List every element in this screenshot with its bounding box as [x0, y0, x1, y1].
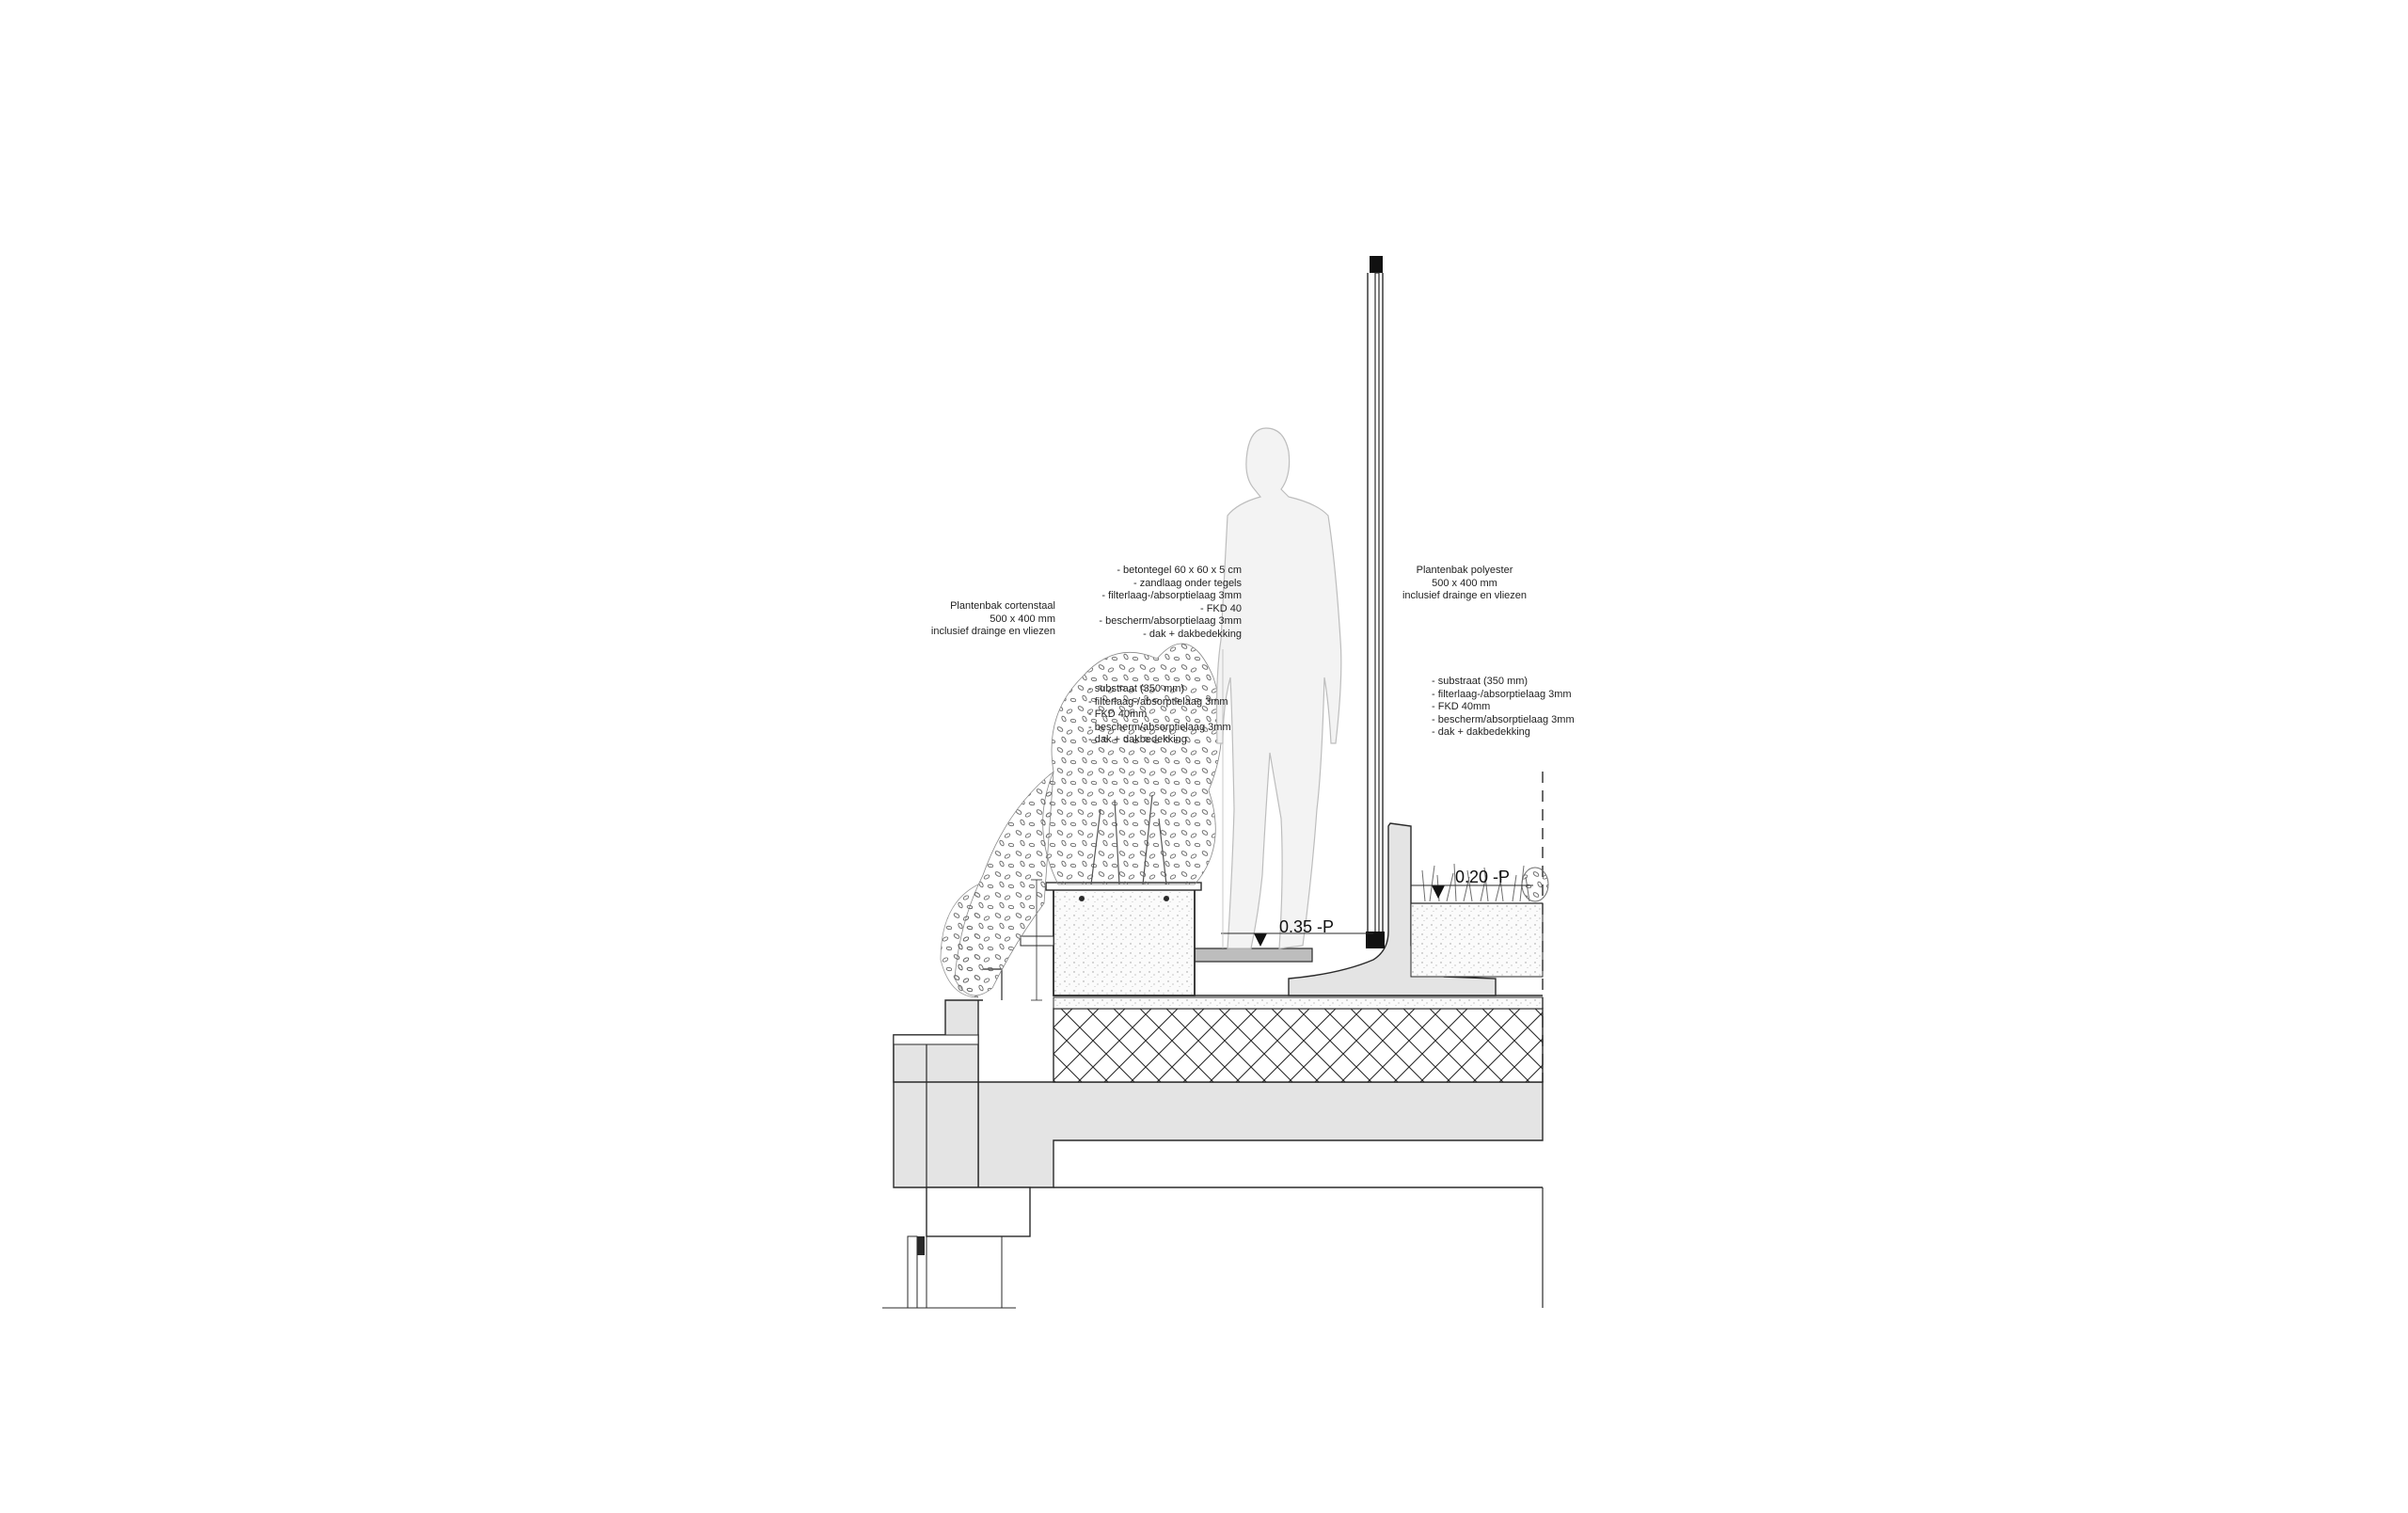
annotation-line: - FKD 40 — [1199, 602, 1242, 614]
annotation-line: - substraat (350 mm) — [1432, 676, 1529, 687]
annotation-line: - FKD 40mm — [1432, 701, 1491, 712]
annotation-line: - dak + dakbedekking — [1432, 726, 1530, 738]
annotation-line: Plantenbak polyester — [1416, 565, 1513, 576]
annotation-line: - bescherm/absorptielaag 3mm — [1099, 615, 1242, 627]
annotation-line: - substraat (350 mm) — [1088, 683, 1185, 694]
annotation-line: inclusief drainge en vliezen — [1402, 590, 1528, 601]
annotation-line: - zandlaag onder tegels — [1133, 577, 1242, 589]
annotation-line: - filterlaag-/absorptielaag 3mm — [1432, 688, 1572, 700]
window-frame — [882, 1187, 1031, 1309]
annotation-line: - filterlaag-/absorptielaag 3mm — [1088, 695, 1228, 708]
corten-planter — [1020, 879, 1202, 1001]
shrub-planting — [940, 643, 1223, 998]
insulation-layer — [1053, 995, 1544, 1083]
level-markers — [1221, 884, 1533, 947]
annotation-line: - FKD 40mm — [1088, 709, 1148, 720]
annotation-line: - betontegel 60 x 60 x 5 cm — [1117, 565, 1242, 576]
annotation-line: - bescherm/absorptielaag 3mm — [1088, 721, 1231, 733]
parapet-edge — [893, 968, 1003, 1187]
annotation-line: Plantenbak cortenstaal — [950, 600, 1055, 612]
label-planter-layers: - substraat (350 mm) - filterlaag-/absor… — [1088, 683, 1231, 747]
annotation-line: - filterlaag-/absorptielaag 3mm — [1101, 590, 1242, 601]
level-terrace: 0.35 -P — [1279, 917, 1335, 936]
glass-balustrade — [1366, 256, 1385, 948]
level-green-roof: 0.20 -P — [1455, 868, 1511, 886]
label-paving-layers: - betontegel 60 x 60 x 5 cm - zandlaag o… — [1082, 565, 1242, 641]
annotation-line: 500 x 400 mm — [1432, 577, 1497, 589]
annotation-line: - bescherm/absorptielaag 3mm — [1432, 713, 1575, 725]
label-planter-corten: Plantenbak cortenstaal 500 x 400 mm incl… — [884, 600, 1055, 639]
annotation-line: 500 x 400 mm — [990, 613, 1055, 625]
annotation-line: - dak + dakbedekking — [1088, 734, 1187, 745]
label-green-roof-layers: - substraat (350 mm) - filterlaag-/absor… — [1432, 676, 1575, 740]
annotation-line: - dak + dakbedekking — [1143, 628, 1242, 640]
annotation-line: inclusief drainge en vliezen — [930, 626, 1055, 637]
scale-figure — [1215, 427, 1342, 949]
paving-tiles — [1194, 948, 1313, 963]
green-roof-substrate — [1410, 772, 1544, 1082]
label-planter-polyester: Plantenbak polyester 500 x 400 mm inclus… — [1394, 565, 1535, 603]
